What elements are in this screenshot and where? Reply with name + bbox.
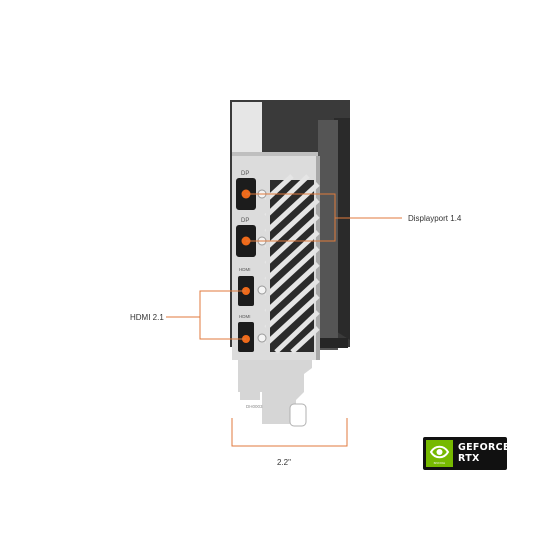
port-label-hdmi-2: HDMI [239,314,251,319]
port-hdmi-2 [238,322,267,352]
geforce-rtx-badge: NVIDIA GEFORCE RTX [423,437,510,470]
callout-hdmi-label: HDMI 2.1 [130,313,164,322]
width-dimension-lines [231,418,348,447]
callout-displayport-lines [246,193,402,242]
port-label-dp-1: DP [241,171,249,177]
port-label-hdmi-1: HDMI [239,267,251,272]
port-label-dp-2: DP [241,218,249,224]
vent-grille [264,174,320,356]
callout-hdmi-lines [166,290,246,340]
bracket-engraving: DH0003 [246,404,263,409]
nvidia-brand-text: NVIDIA [433,461,446,465]
badge-line-rtx: RTX [458,452,480,464]
callout-displayport-label: Displayport 1.4 [408,214,462,223]
nvidia-logo-icon: NVIDIA [426,440,453,467]
dimension-width-label: 2.2" [277,458,291,467]
badge-line-geforce: GEFORCE [458,442,510,453]
badge-text: GEFORCE RTX [458,442,510,464]
